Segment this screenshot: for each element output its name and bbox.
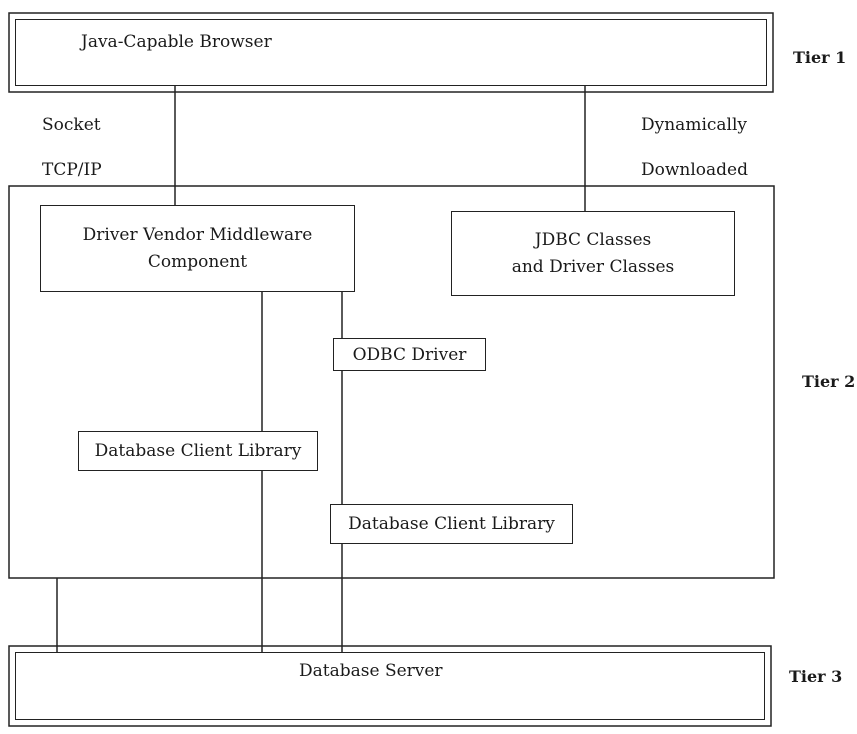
database-server-box: Database Server [15,652,765,720]
socket-label: Socket [42,115,101,135]
middleware-box: Driver Vendor Middleware Component [40,205,355,292]
tcpip-label: TCP/IP [42,160,102,180]
jdbc-line2: and Driver Classes [512,254,675,280]
middleware-line2: Component [83,249,313,275]
jdbc-line1: JDBC Classes [512,227,675,253]
tier3-label: Tier 3 [789,667,842,686]
tier2-label: Tier 2 [802,372,855,391]
client-library-right-label: Database Client Library [348,514,555,534]
dynamically-label: Dynamically [641,115,747,135]
client-library-right-box: Database Client Library [330,504,573,544]
client-library-left-box: Database Client Library [78,431,318,471]
tier1-label: Tier 1 [793,48,846,67]
browser-label: Java-Capable Browser [81,32,272,52]
odbc-driver-label: ODBC Driver [353,345,467,365]
odbc-driver-box: ODBC Driver [333,338,486,371]
browser-box: Java-Capable Browser [15,19,767,86]
middleware-line1: Driver Vendor Middleware [83,222,313,248]
downloaded-label: Downloaded [641,160,748,180]
client-library-left-label: Database Client Library [95,441,302,461]
jdbc-box: JDBC Classes and Driver Classes [451,211,735,296]
database-server-label: Database Server [299,661,443,681]
